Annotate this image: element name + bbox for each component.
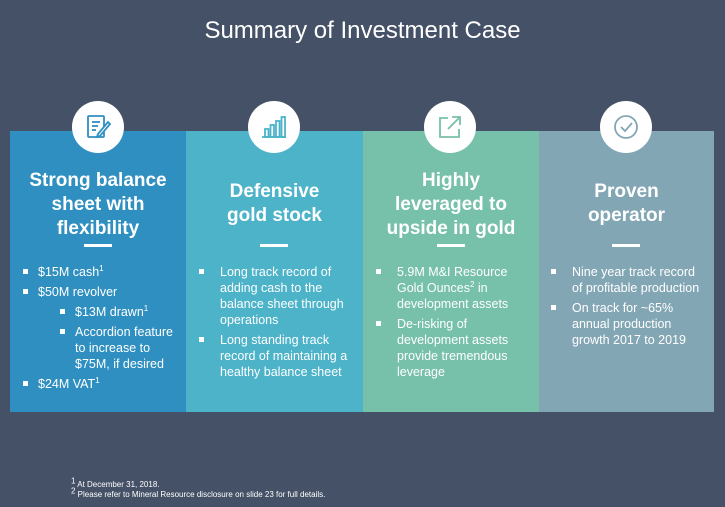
panel-heading: Proven operator — [587, 181, 666, 226]
list-item: De-risking of development assets provide… — [375, 316, 525, 380]
footnote-2: 2 Please refer to Mineral Resource discl… — [71, 486, 326, 499]
panel-strong-balance-sheet: Strong balance sheet with flexibility $1… — [10, 131, 186, 412]
page-title: Summary of Investment Case — [204, 17, 521, 44]
bar-chart-icon — [248, 101, 300, 153]
checkmark-icon — [600, 101, 652, 153]
list-item: $50M revolver — [18, 284, 183, 300]
list-item: Long standing track record of maintainin… — [198, 332, 348, 380]
list-item: 5.9M M&I Resource Gold Ounces2 in develo… — [375, 264, 525, 312]
list-item: $24M VAT1 — [18, 376, 183, 392]
list-item: $15M cash1 — [18, 264, 183, 280]
panel-proven-operator: Proven operator Nine year track record o… — [539, 131, 714, 412]
divider — [260, 244, 288, 247]
panel-heading: Strong balance sheet with flexibility — [29, 170, 167, 239]
panel-defensive-gold-stock: Defensive gold stock Long track record o… — [186, 131, 363, 412]
list-item: Accordion feature to increase to $75M, i… — [18, 324, 180, 372]
footnote-1: 1 At December 31, 2018. — [71, 476, 160, 489]
panel-highly-leveraged: Highly leveraged to upside in gold 5.9M … — [363, 131, 539, 412]
divider — [437, 244, 465, 247]
divider — [84, 244, 112, 247]
divider — [612, 244, 640, 247]
list-item: On track for ~65% annual production grow… — [550, 300, 705, 348]
list-item: Nine year track record of profitable pro… — [550, 264, 705, 296]
external-link-icon — [424, 101, 476, 153]
document-edit-icon — [72, 101, 124, 153]
list-item: Long track record of adding cash to the … — [198, 264, 348, 328]
bullet-list: Nine year track record of profitable pro… — [550, 264, 705, 348]
list-item: $13M drawn1 — [18, 304, 183, 320]
bullet-list: $15M cash1 $50M revolver $13M drawn1 Acc… — [18, 264, 183, 392]
bullet-list: Long track record of adding cash to the … — [198, 264, 348, 380]
panel-heading: Defensive gold stock — [226, 181, 322, 226]
bullet-list: 5.9M M&I Resource Gold Ounces2 in develo… — [375, 264, 525, 380]
panel-heading: Highly leveraged to upside in gold — [386, 170, 516, 239]
